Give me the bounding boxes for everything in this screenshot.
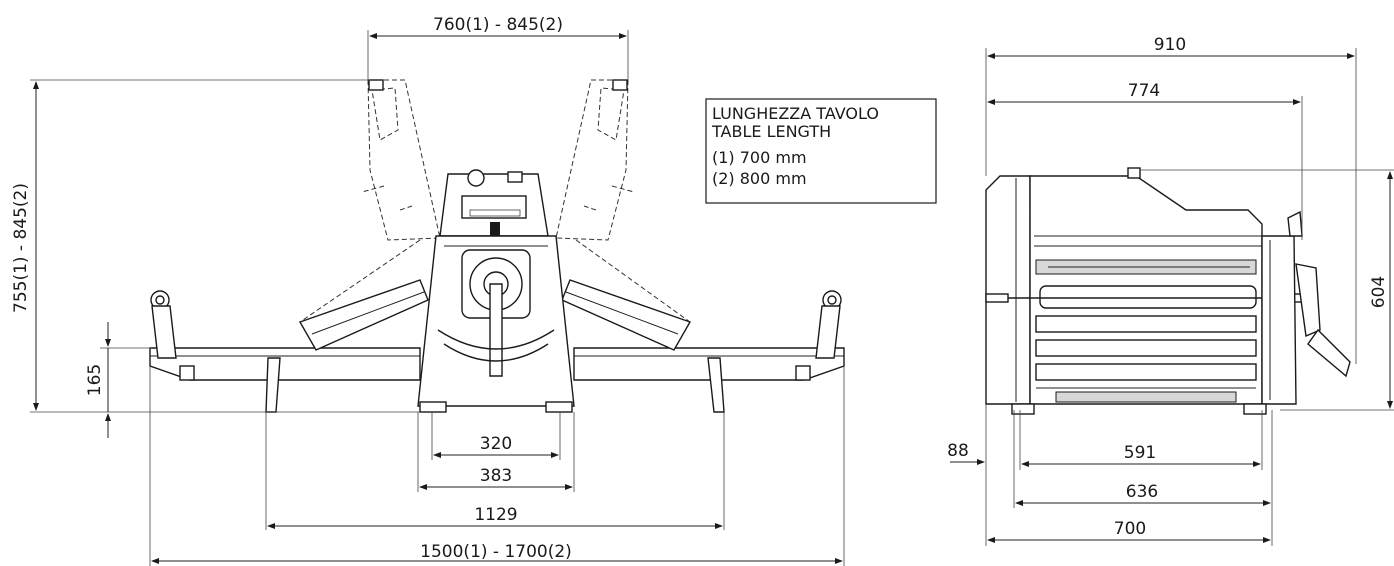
dim-side-base-3: 700 (1114, 519, 1146, 539)
raised-table-right (555, 79, 691, 323)
side-view: 910 774 604 88 591 636 700 (947, 35, 1394, 546)
dim-base-inner: 320 (480, 434, 512, 454)
left-table (149, 279, 429, 413)
dim-side-offset: 88 (947, 441, 969, 461)
right-table (561, 279, 845, 413)
dim-side-height: 604 (1369, 276, 1389, 308)
dim-leg-span: 1129 (474, 505, 517, 525)
legend-line-2: TABLE LENGTH (711, 122, 831, 141)
dim-side-body-width: 774 (1128, 81, 1160, 101)
raised-table-left (299, 79, 441, 323)
central-body (417, 169, 575, 413)
dim-total-length: 1500(1) - 1700(2) (420, 542, 572, 562)
dim-top-width: 760(1) - 845(2) (433, 15, 563, 35)
dim-foot-height: 165 (85, 364, 105, 396)
dim-height: 755(1) - 845(2) (11, 183, 31, 313)
legend-line-1: LUNGHEZZA TAVOLO (712, 104, 879, 123)
dim-base-outer: 383 (480, 466, 512, 486)
front-view: 760(1) - 845(2) 755(1) - 845(2) 165 320 … (11, 15, 845, 566)
dim-side-base-1: 591 (1124, 443, 1156, 463)
legend-line-3: (1) 700 mm (712, 148, 807, 167)
dim-side-base-2: 636 (1126, 482, 1158, 502)
front-dimensions (30, 30, 845, 566)
legend-line-4: (2) 800 mm (712, 169, 807, 188)
table-length-legend: LUNGHEZZA TAVOLO TABLE LENGTH (1) 700 mm… (705, 98, 937, 204)
dim-side-total-width: 910 (1154, 35, 1186, 55)
